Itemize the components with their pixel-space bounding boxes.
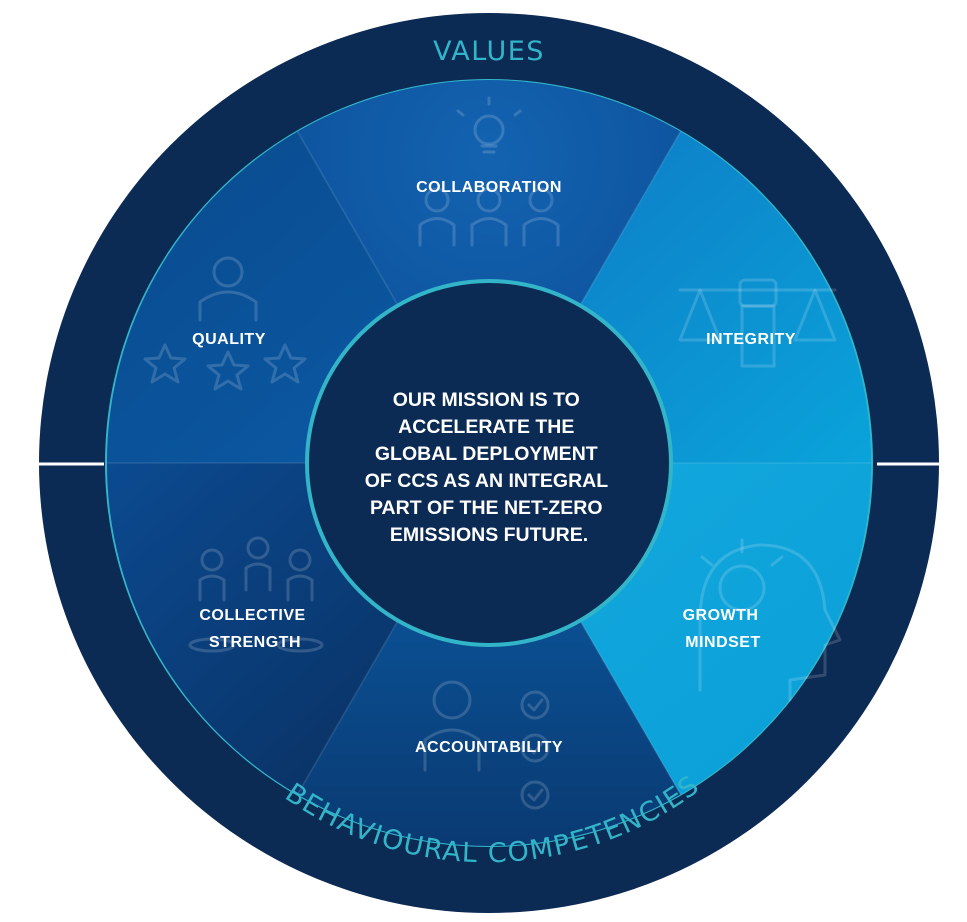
people-lightbulb-icon xyxy=(418,96,560,247)
mission-line-5: PART OF THE NET-ZERO xyxy=(370,497,603,519)
center-circle xyxy=(309,283,669,643)
person-stars-icon xyxy=(143,256,307,391)
mission-line-2: ACCELERATE THE xyxy=(398,416,574,438)
label-growth-line-2: MINDSET xyxy=(685,634,761,651)
scales-fist-icon xyxy=(678,278,837,368)
group-people-icon xyxy=(188,536,324,653)
person-checklist-icon xyxy=(423,680,550,810)
mission-line-1: OUR MISSION IS TO xyxy=(393,389,580,411)
mission-line-3: GLOBAL DEPLOYMENT xyxy=(375,443,598,465)
label-collective-line-1: COLLECTIVE xyxy=(199,607,305,624)
mission-statement: OUR MISSION IS TO ACCELERATE THE GLOBAL … xyxy=(365,389,613,546)
label-integrity: INTEGRITY xyxy=(706,331,796,348)
label-accountability: ACCOUNTABILITY xyxy=(415,739,563,756)
mission-line-6: EMISSIONS FUTURE. xyxy=(390,524,588,546)
label-collaboration: COLLABORATION xyxy=(416,179,562,196)
head-sun-icon xyxy=(698,538,842,702)
label-growth-mindset: GROWTH MINDSET xyxy=(683,607,764,651)
label-quality: QUALITY xyxy=(192,331,266,348)
ring-label-values: VALUES xyxy=(433,36,545,67)
mission-line-4: OF CCS AS AN INTEGRAL xyxy=(365,470,608,492)
segment-accountability xyxy=(297,463,681,846)
label-collective-strength: COLLECTIVE STRENGTH xyxy=(199,607,310,651)
label-collective-line-2: STRENGTH xyxy=(209,634,301,651)
segment-collaboration xyxy=(297,80,681,463)
label-growth-line-1: GROWTH xyxy=(683,607,759,624)
